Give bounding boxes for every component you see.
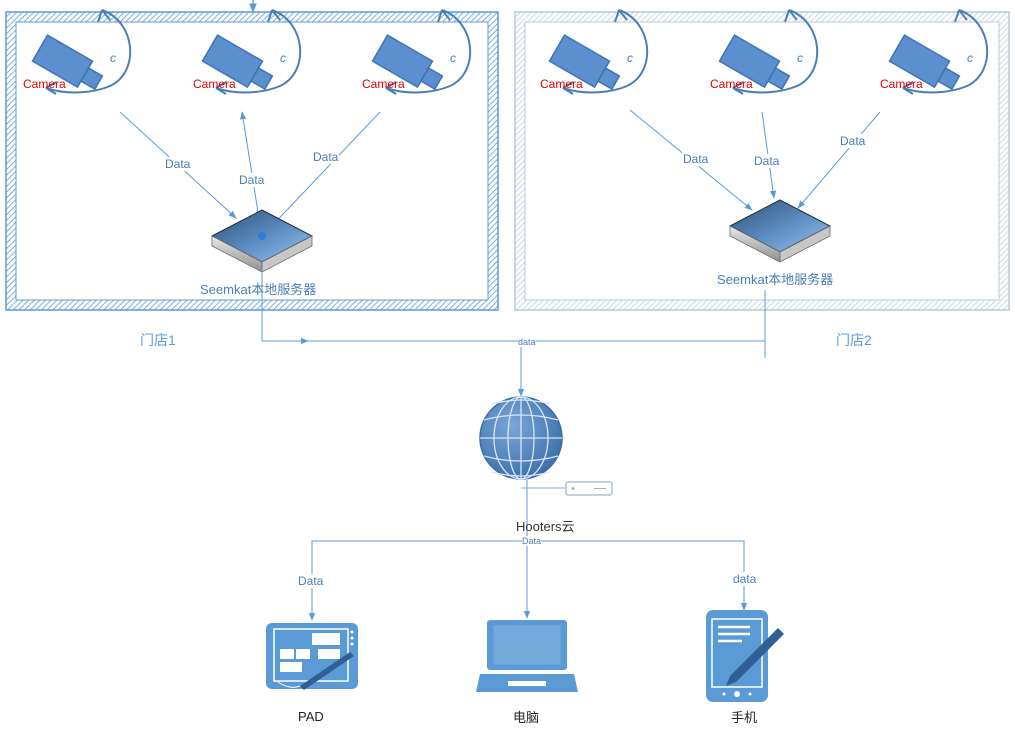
globe-icon: [479, 396, 563, 480]
camera-label: Camera: [23, 77, 66, 91]
cloud-down-label: Data: [522, 536, 542, 546]
server-connection-dot: [258, 232, 266, 240]
phone-icon: [706, 610, 784, 702]
device-label-pad: PAD: [298, 709, 324, 724]
tablet-icon: [266, 623, 358, 690]
edge-label: Data: [839, 134, 867, 148]
edge-label: Data: [238, 173, 266, 187]
cloud-label: Hooters云: [516, 519, 575, 534]
camera-label: Camera: [880, 77, 923, 91]
camera-to-server-edge: [267, 111, 381, 231]
camera-label: Camera: [193, 77, 236, 91]
edge-label: Data: [164, 157, 192, 171]
server-label: Seemkat本地服务器: [717, 272, 834, 287]
camera-to-server-edge: [797, 111, 881, 209]
camera-to-server-edge: [239, 111, 259, 213]
camera-label: Camera: [540, 77, 583, 91]
edge-label: Data: [682, 152, 710, 166]
cloud-distribution-bus: [311, 540, 748, 620]
edge-label: Data: [753, 154, 781, 168]
camera-label: Camera: [710, 77, 753, 91]
uplink-edge-store1: [261, 270, 309, 345]
laptop-icon: [476, 620, 578, 692]
store-label: 门店2: [836, 332, 872, 348]
device-edge-label: data: [732, 572, 758, 586]
router-icon: [565, 481, 613, 496]
device-label-phone: 手机: [731, 710, 758, 725]
device-label-computer: 电脑: [513, 710, 540, 725]
server-label: Seemkat本地服务器: [200, 282, 317, 297]
store-label: 门店1: [140, 332, 176, 348]
camera-label: Camera: [362, 77, 405, 91]
uplink-label: data: [518, 337, 536, 347]
edge-label: Data: [312, 150, 340, 164]
device-edge-label: Data: [297, 574, 325, 588]
